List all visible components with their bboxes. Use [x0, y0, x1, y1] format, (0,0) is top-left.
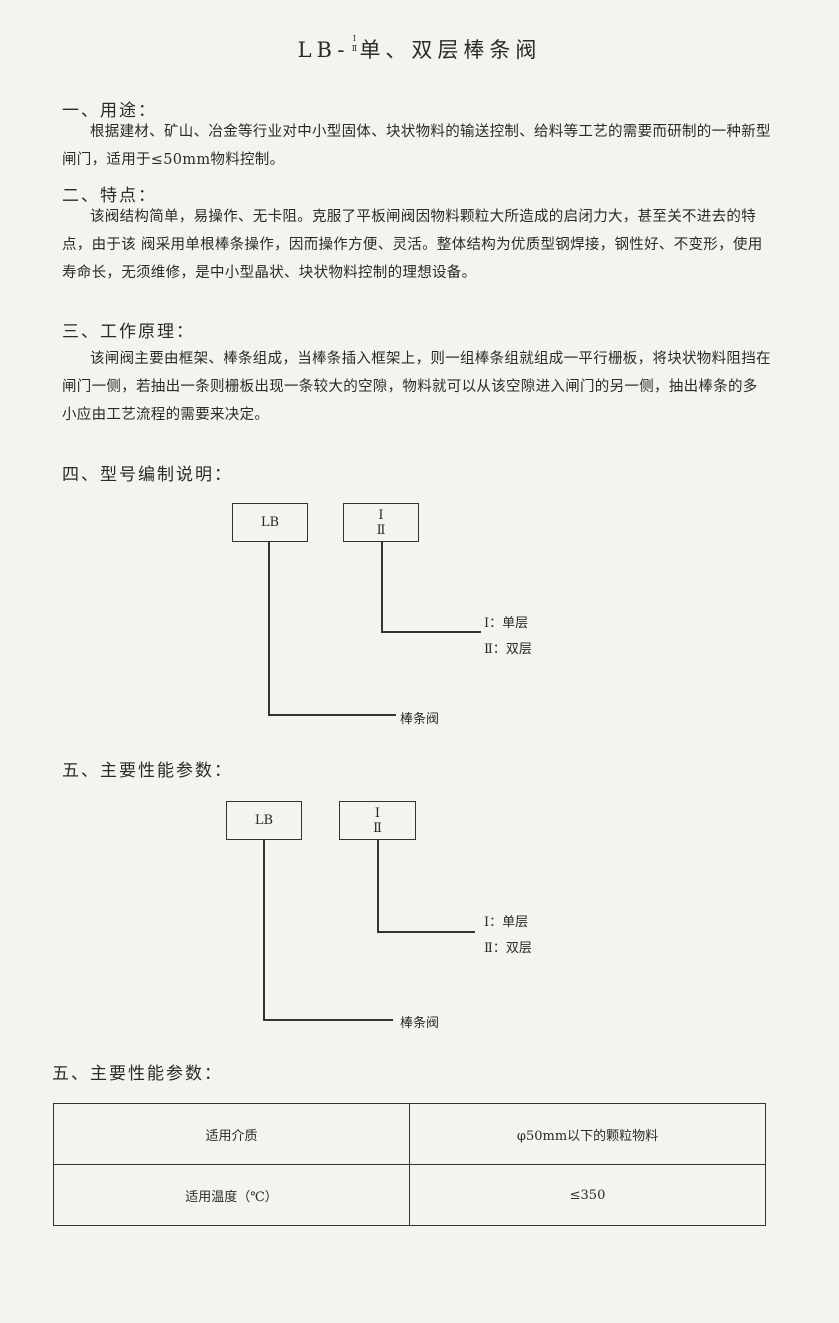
connector-line	[268, 542, 270, 716]
connector-line	[377, 931, 475, 933]
lb-box: LB	[226, 801, 302, 840]
heading-model: 四、型号编制说明：	[62, 465, 233, 485]
label-valve: 棒条阀	[400, 712, 440, 727]
heading-principle: 三、工作原理：	[62, 322, 195, 342]
heading-features: 二、特点：	[62, 186, 157, 206]
features-text: 该阀结构简单，易操作、无卡阻。克服了平板闸阀因物料颗粒大所造成的启闭力大，甚至关…	[62, 209, 763, 281]
connector-line	[381, 542, 383, 633]
heading-usage: 一、用途：	[62, 101, 157, 121]
connector-line	[263, 840, 265, 1020]
lb-box: LB	[232, 503, 308, 542]
table-cell: 适用介质	[53, 1103, 410, 1165]
connector-line	[268, 714, 396, 716]
label-double: Ⅱ：双层	[484, 642, 532, 657]
label-valve: 棒条阀	[400, 1016, 440, 1031]
principle-text: 该闸阀主要由框架、棒条组成，当棒条插入框架上，则一组棒条组就组成一平行栅板，将块…	[62, 351, 771, 423]
table-row: 适用温度（℃） ≤350	[53, 1164, 766, 1226]
heading-params: 五、主要性能参数：	[62, 761, 233, 781]
label-single: Ⅰ：单层	[484, 616, 529, 631]
label-single: Ⅰ：单层	[484, 915, 529, 930]
connector-line	[263, 1019, 393, 1021]
connector-line	[381, 631, 481, 633]
heading-params-2: 五、主要性能参数：	[52, 1064, 223, 1084]
table-row: 适用介质 φ50mm以下的颗粒物料	[53, 1103, 766, 1165]
table-cell: φ50mm以下的颗粒物料	[409, 1103, 766, 1165]
table-cell: 适用温度（℃）	[53, 1164, 410, 1226]
usage-text: 根据建材、矿山、冶金等行业对中小型固体、块状物料的输送控制、给料等工艺的需要而研…	[62, 124, 771, 168]
table-cell: ≤350	[409, 1164, 766, 1226]
label-double: Ⅱ：双层	[484, 941, 532, 956]
connector-line	[377, 840, 379, 933]
params-table: 适用介质 φ50mm以下的颗粒物料 适用温度（℃） ≤350	[53, 1103, 766, 1226]
